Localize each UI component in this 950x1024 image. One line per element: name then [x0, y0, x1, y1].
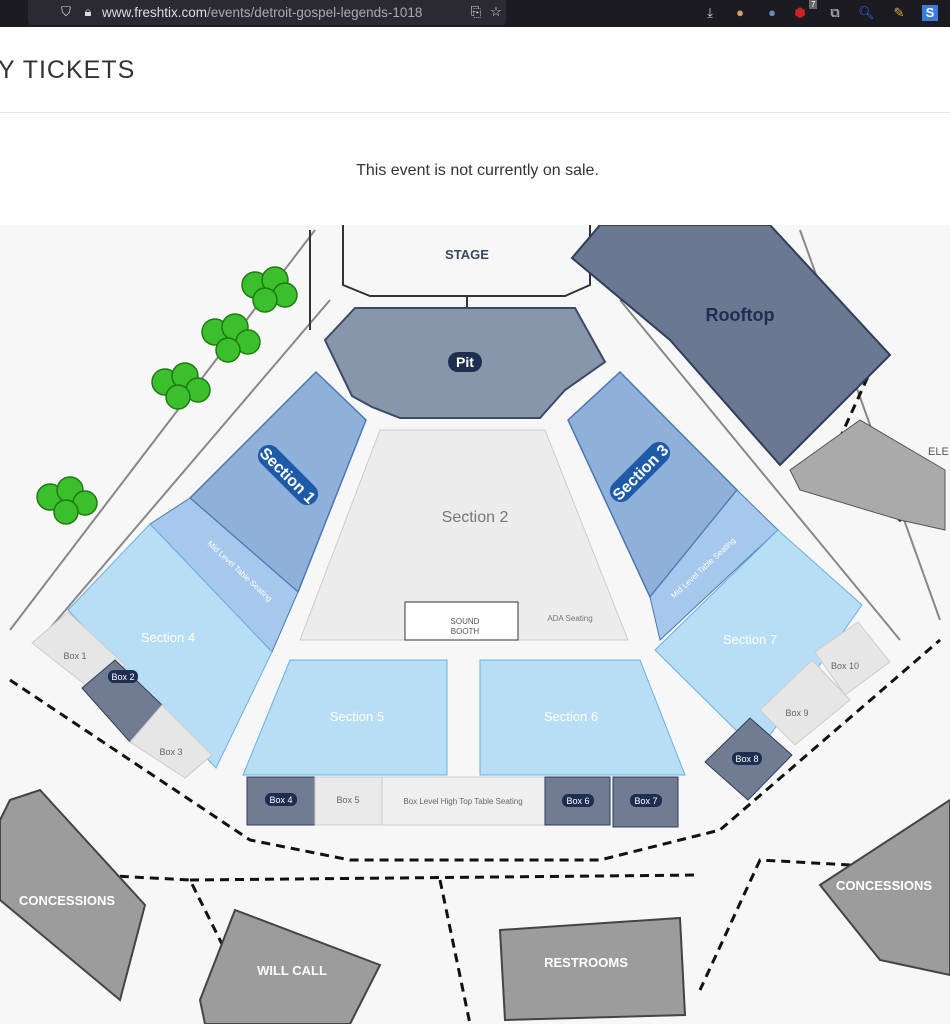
- box-level-high-top[interactable]: [381, 776, 546, 826]
- box-1-label: Box 1: [63, 651, 86, 661]
- box-9[interactable]: [759, 659, 851, 746]
- stairs: [789, 419, 946, 531]
- sale-status-notice: This event is not currently on sale.: [356, 162, 599, 179]
- concessions-left-label: CONCESSIONS: [19, 893, 115, 908]
- box-1[interactable]: [31, 611, 126, 691]
- concessions-right-label: CONCESSIONS: [836, 878, 932, 893]
- box-3[interactable]: [129, 704, 213, 779]
- stage-label: STAGE: [445, 247, 489, 262]
- shield-icon[interactable]: ⛉: [61, 4, 71, 19]
- url-path: /events/detroit-gospel-legends-1018: [207, 5, 423, 20]
- box-8-label: Box 8: [735, 754, 758, 764]
- box-2-label: Box 2: [111, 672, 134, 682]
- extension-icon[interactable]: ●: [736, 5, 744, 20]
- url-bar[interactable]: ⛉ 🔒︎ www.freshtix.com/events/detroit-gos…: [28, 0, 506, 25]
- lock-icon[interactable]: 🔒︎: [84, 4, 92, 19]
- seating-map: STAGE Rooftop ELE Pit Section 2 SOUND BO…: [0, 225, 950, 1024]
- section-6-label: Section 6: [544, 709, 598, 724]
- extensions-puzzle-icon[interactable]: ⧉: [830, 5, 840, 20]
- extension-badge: 7: [809, 0, 818, 9]
- section-rooftop[interactable]: [570, 225, 892, 467]
- box-4-label: Box 4: [269, 795, 292, 805]
- section-2-label: Section 2: [442, 509, 509, 526]
- pit-label-pill: [448, 352, 482, 372]
- browser-toolbar: ⛉ 🔒︎ www.freshtix.com/events/detroit-gos…: [0, 0, 950, 27]
- section-5[interactable]: [242, 659, 448, 776]
- ada-seating-label: ADA Seating: [547, 614, 592, 623]
- sound-booth-label-1: SOUND: [451, 617, 480, 626]
- section-2[interactable]: [299, 429, 629, 641]
- search-extension-icon[interactable]: 🔍︎: [858, 5, 875, 20]
- section-7[interactable]: [654, 529, 863, 753]
- venue-outline: [9, 225, 941, 641]
- extension-cursor-icon[interactable]: ●: [768, 5, 776, 20]
- box-10[interactable]: [814, 621, 891, 696]
- restrooms-label: RESTROOMS: [544, 955, 628, 970]
- sound-booth-label-2: BOOTH: [451, 627, 480, 636]
- box-7-label: Box 7: [634, 796, 657, 806]
- box-10-label: Box 10: [831, 661, 859, 671]
- section-5-label: Section 5: [330, 709, 384, 724]
- translate-icon[interactable]: ⎘: [470, 4, 482, 19]
- section-6[interactable]: [479, 659, 686, 776]
- section-4-label: Section 4: [141, 630, 195, 645]
- box-5-label: Box 5: [336, 795, 359, 805]
- bookmark-star-icon[interactable]: ☆: [490, 4, 502, 19]
- divider: [0, 112, 950, 113]
- box-9-label: Box 9: [785, 708, 808, 718]
- rooftop-label: Rooftop: [706, 305, 775, 325]
- download-icon[interactable]: ⤓: [707, 5, 713, 20]
- box-6[interactable]: [544, 776, 611, 826]
- section-7-label: Section 7: [723, 632, 777, 647]
- url-domain: www.freshtix.com: [102, 5, 208, 20]
- extension-s-icon[interactable]: S: [922, 5, 938, 21]
- box-level-label: Box Level High Top Table Seating: [403, 797, 522, 806]
- page-title: Y TICKETS: [0, 56, 136, 84]
- sound-booth: [404, 601, 519, 641]
- will-call-label: WILL CALL: [257, 963, 327, 978]
- extension-pen-icon[interactable]: ✎: [893, 5, 905, 20]
- restrooms: [498, 916, 687, 1022]
- elevator-label: ELE: [928, 446, 949, 458]
- trees: [36, 266, 298, 525]
- box-6-label: Box 6: [566, 796, 589, 806]
- concessions-left: [0, 788, 147, 1002]
- concessions-right: [818, 798, 950, 977]
- extension-ublock-icon[interactable]: ⬢: [794, 5, 806, 20]
- pit-label: Pit: [456, 354, 474, 370]
- box-3-label: Box 3: [159, 747, 182, 757]
- will-call: [198, 908, 382, 1024]
